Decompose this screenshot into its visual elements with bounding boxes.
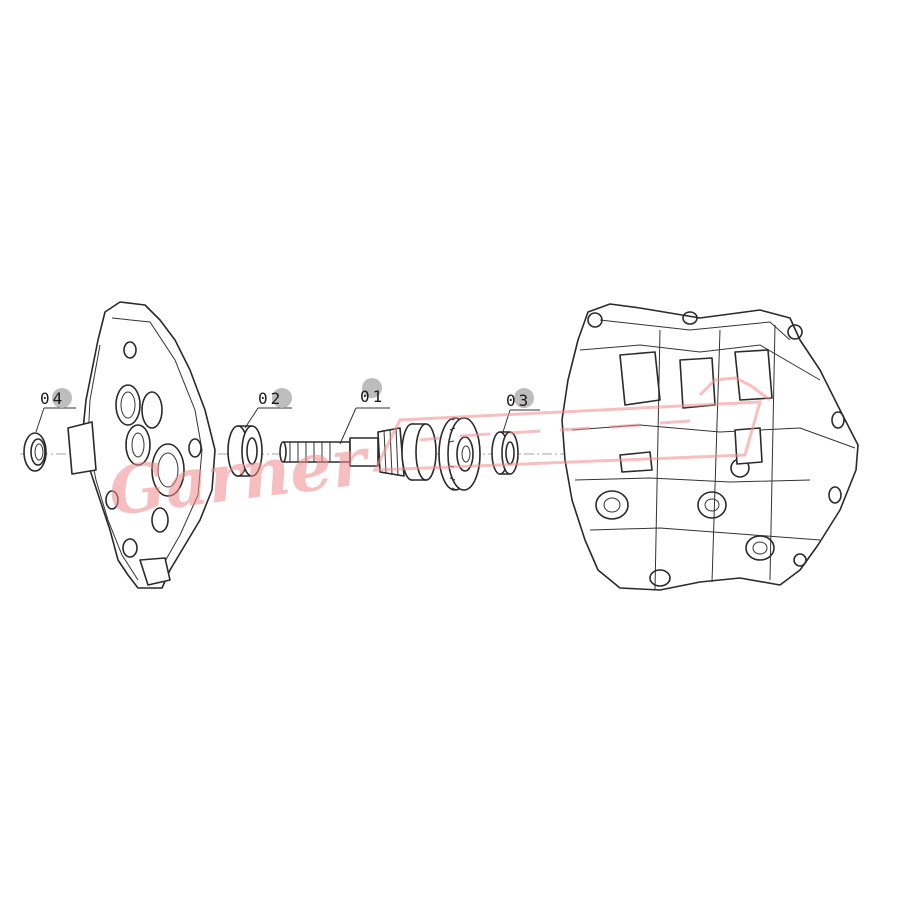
callout-label-02: 02 xyxy=(258,389,283,408)
callout-label-03: 03 xyxy=(506,391,531,410)
callout-03: 03 xyxy=(502,388,540,433)
bearing-03 xyxy=(491,431,519,475)
gearbox-housing xyxy=(561,303,859,591)
callout-04: 04 xyxy=(35,388,76,433)
callout-01: 01 xyxy=(339,378,390,445)
cover-plate xyxy=(67,301,216,589)
seal-04 xyxy=(23,432,47,472)
callout-label-01: 01 xyxy=(360,387,385,406)
callout-label-04: 04 xyxy=(40,389,65,408)
bearing-02 xyxy=(227,425,263,477)
gear-shaft-01 xyxy=(279,417,481,491)
callout-02: 02 xyxy=(244,388,292,429)
